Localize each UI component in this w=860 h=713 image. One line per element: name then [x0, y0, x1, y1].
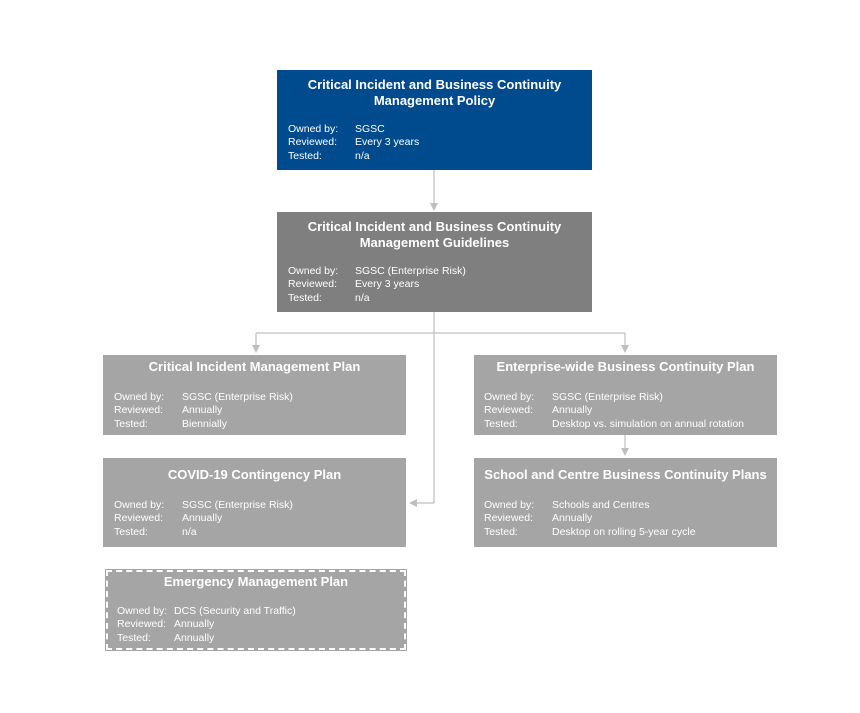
emergency-reviewed: Annually: [174, 618, 215, 631]
reviewed-label: Reviewed:: [484, 404, 534, 417]
cimp-box: Critical Incident Management Plan Owned …: [103, 355, 406, 435]
guidelines-meta: Owned by: SGSC (Enterprise Risk) Reviewed…: [288, 265, 466, 305]
guidelines-box: Critical Incident and Business Continuit…: [277, 212, 592, 312]
cimp-owned-by: SGSC (Enterprise Risk): [182, 391, 293, 403]
cimp-reviewed: Annually: [182, 404, 223, 417]
policy-box: Critical Incident and Business Continuit…: [277, 70, 592, 170]
policy-tested: n/a: [355, 149, 370, 162]
tested-label: Tested:: [117, 631, 151, 644]
reviewed-label: Reviewed:: [114, 512, 164, 525]
covid-reviewed: Annually: [182, 512, 223, 525]
schools-tested: Desktop on rolling 5-year cycle: [552, 525, 696, 538]
reviewed-label: Reviewed:: [117, 618, 167, 631]
owned-by-label: Owned by:: [117, 605, 168, 617]
policy-meta: Owned by: SGSC Reviewed: Every 3 years Tes…: [288, 123, 419, 163]
schools-reviewed: Annually: [552, 512, 593, 525]
owned-by-label: Owned by:: [114, 391, 165, 403]
reviewed-label: Reviewed:: [114, 404, 164, 417]
schools-owned-by: Schools and Centres: [552, 499, 650, 511]
emergency-box: Emergency Management Plan Owned by: DCS (…: [105, 569, 407, 651]
schools-title: School and Centre Business Continuity Pl…: [484, 467, 767, 482]
emergency-owned-by: DCS (Security and Traffic): [174, 605, 296, 617]
ewbcp-meta: Owned by: SGSC (Enterprise Risk) Reviewed…: [484, 391, 744, 431]
owned-by-label: Owned by:: [484, 499, 535, 511]
schools-meta: Owned by: Schools and Centres Reviewed: An…: [484, 499, 696, 539]
ewbcp-title: Enterprise-wide Business Continuity Plan: [496, 359, 755, 374]
tested-label: Tested:: [288, 149, 322, 162]
ewbcp-tested: Desktop vs. simulation on annual rotatio…: [552, 417, 745, 430]
guidelines-title: Critical Incident and Business Continuit…: [307, 219, 562, 250]
cimp-title: Critical Incident Management Plan: [148, 359, 361, 374]
ewbcp-owned-by: SGSC (Enterprise Risk): [552, 391, 663, 403]
cimp-meta: Owned by: SGSC (Enterprise Risk) Reviewed…: [114, 391, 293, 431]
emergency-meta: Owned by: DCS (Security and Traffic) Revi…: [117, 605, 296, 645]
tested-label: Tested:: [484, 525, 518, 538]
covid-box: COVID-19 Contingency Plan Owned by: SGSC …: [103, 458, 406, 547]
emergency-tested: Annually: [174, 631, 215, 644]
cimp-tested: Biennially: [182, 417, 227, 430]
guidelines-reviewed: Every 3 years: [355, 278, 420, 291]
policy-owned-by: SGSC: [355, 123, 385, 135]
owned-by-label: Owned by:: [288, 265, 339, 277]
reviewed-label: Reviewed:: [288, 136, 338, 149]
covid-title: COVID-19 Contingency Plan: [167, 467, 342, 482]
tested-label: Tested:: [114, 417, 148, 430]
covid-meta: Owned by: SGSC (Enterprise Risk) Reviewed…: [114, 499, 293, 539]
ewbcp-reviewed: Annually: [552, 404, 593, 417]
tested-label: Tested:: [288, 291, 322, 304]
owned-by-label: Owned by:: [484, 391, 535, 403]
tested-label: Tested:: [114, 525, 148, 538]
policy-title: Critical Incident and Business Continuit…: [307, 77, 562, 108]
owned-by-label: Owned by:: [114, 499, 165, 511]
guidelines-owned-by: SGSC (Enterprise Risk): [355, 265, 466, 277]
covid-tested: n/a: [182, 525, 197, 538]
reviewed-label: Reviewed:: [484, 512, 534, 525]
ewbcp-box: Enterprise-wide Business Continuity Plan…: [474, 355, 777, 435]
tested-label: Tested:: [484, 417, 518, 430]
covid-owned-by: SGSC (Enterprise Risk): [182, 499, 293, 511]
policy-reviewed: Every 3 years: [355, 136, 420, 149]
guidelines-tested: n/a: [355, 291, 370, 304]
schools-box: School and Centre Business Continuity Pl…: [474, 458, 777, 547]
emergency-title: Emergency Management Plan: [163, 574, 349, 589]
reviewed-label: Reviewed:: [288, 278, 338, 291]
owned-by-label: Owned by:: [288, 123, 339, 135]
